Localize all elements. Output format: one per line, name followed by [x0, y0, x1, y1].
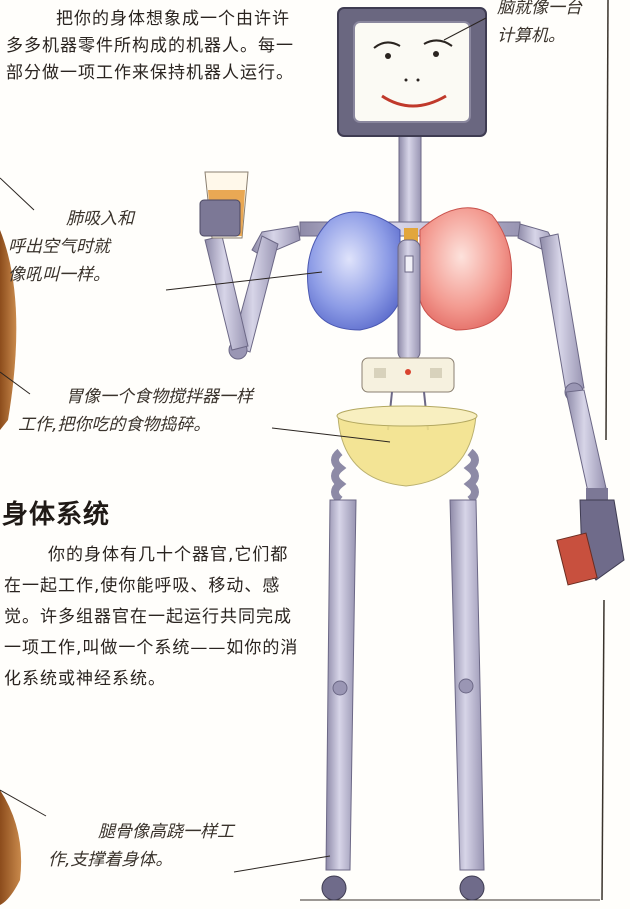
- book-icon: [556, 532, 598, 586]
- right-lung: [419, 207, 513, 331]
- stomach-caption-line: 胃像一个食物搅拌器一样: [66, 387, 253, 407]
- stomach-caption: 胃像一个食物搅拌器一样 工作,把你吃的食物捣碎。: [18, 383, 348, 439]
- leg-caption-line: 腿骨像高跷一样工: [98, 822, 234, 842]
- lung-caption-line: 像吼叫一样。: [8, 265, 110, 285]
- lung-caption-line: 呼出空气时就: [8, 237, 110, 257]
- intro-paragraph: 把你的身体想象成一个由许许多多机器零件所构成的机器人。每一部分做一项工作来保持机…: [6, 9, 294, 83]
- skin-figure-foot: [0, 790, 22, 905]
- section-body: 你的身体有几十个器官,它们都在一起工作,使你能呼吸、移动、感觉。许多组器官在一起…: [4, 545, 299, 689]
- brain-caption: 脑就像一台计算机。: [497, 0, 582, 46]
- lung-caption: 肺吸入和 呼出空气时就 像吼叫一样。: [8, 205, 183, 289]
- leg-caption-line: 作,支撑着身体。: [48, 850, 173, 870]
- leg-caption: 腿骨像高跷一样工 作,支撑着身体。: [48, 818, 318, 874]
- stomach-caption-line: 工作,把你吃的食物捣碎。: [18, 415, 211, 435]
- lung-caption-line: 肺吸入和: [66, 209, 134, 229]
- section-heading: 身体系统: [2, 500, 111, 530]
- mixer-bowl: [337, 415, 477, 487]
- skin-figure-left: [0, 230, 17, 430]
- left-lung: [307, 211, 401, 331]
